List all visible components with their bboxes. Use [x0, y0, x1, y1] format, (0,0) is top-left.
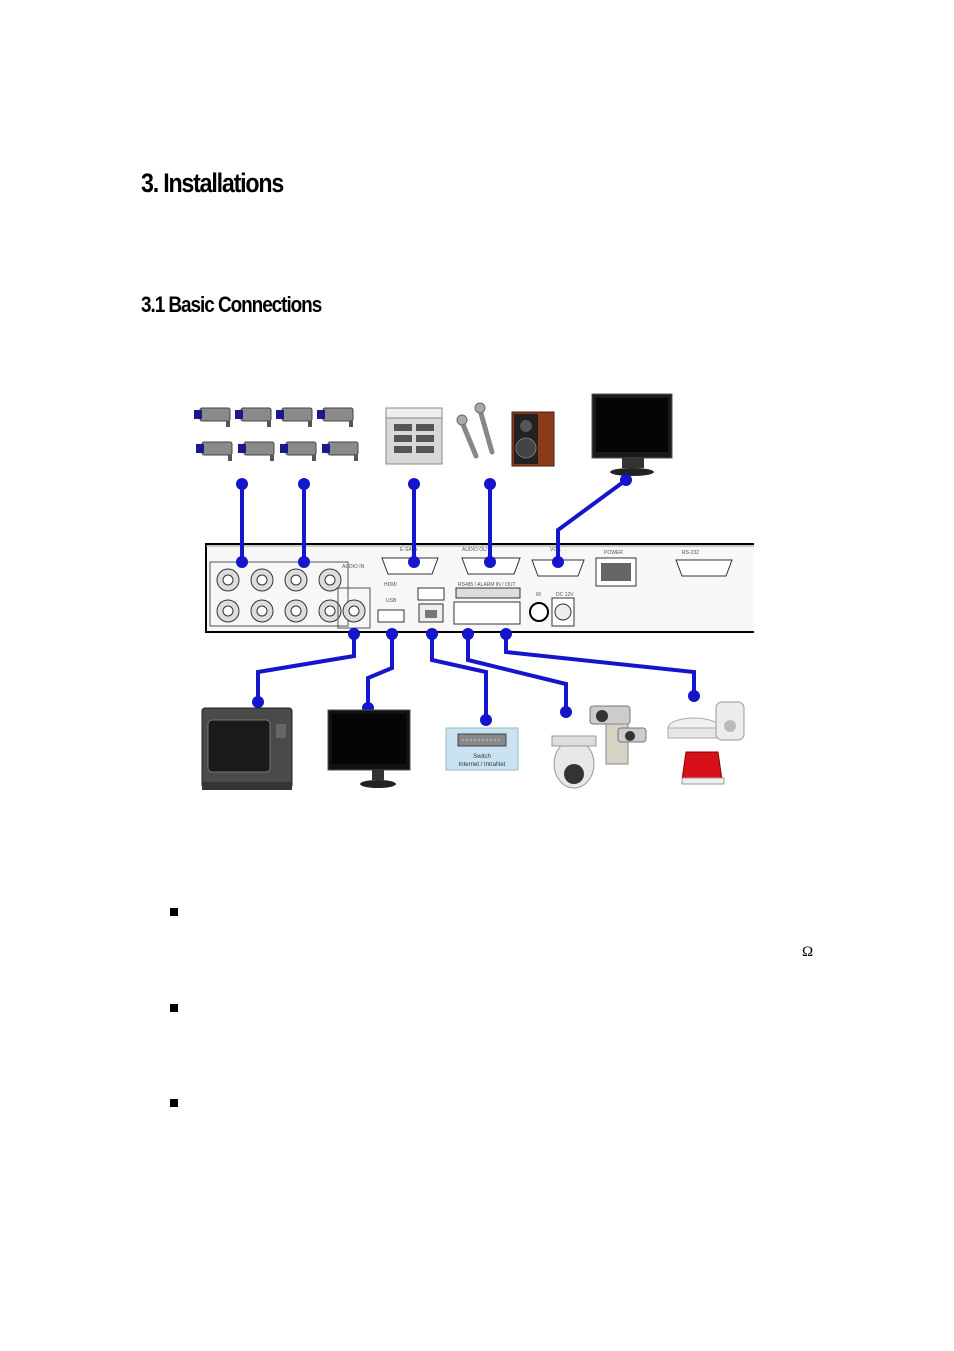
power-label: POWER: [604, 550, 623, 556]
esata-label: E-SATA: [400, 547, 418, 553]
storage-device-icon: [385, 407, 443, 465]
dc12v-label: DC 12V: [556, 592, 574, 598]
hdmi-port: [377, 609, 405, 623]
video-in-bnc-ports: [209, 561, 349, 627]
vga-label: VGA: [550, 547, 561, 553]
ir-label: IR: [536, 592, 541, 598]
alarm-terminal-block: [453, 601, 521, 625]
section-title: 3.1 Basic Connections: [141, 292, 322, 317]
camera-icon: [317, 407, 354, 427]
rs485-alarm-label: RS485 / ALARM IN / OUT: [458, 582, 516, 588]
ir-port: [529, 602, 549, 622]
alarm-sensor-icon: [667, 701, 745, 785]
page-title: 3. Installations: [141, 168, 284, 198]
usb-label: USB: [386, 598, 397, 604]
crt-tv-monitor-icon: [201, 707, 293, 790]
hdmi-monitor-icon: [327, 709, 411, 788]
rs232-port: [675, 559, 733, 577]
hdmi-label: HDMI: [384, 582, 397, 588]
vga-monitor-icon: [591, 393, 673, 476]
audio-out-label: AUDIO OUT: [462, 547, 490, 553]
camera-icon: [238, 441, 275, 461]
camera-group: [194, 407, 359, 461]
bullet-point: [170, 1004, 178, 1012]
connection-diagram: AUDIO IN HDMI USB E-SATA AUDIO OUT VGA P…: [194, 393, 754, 790]
bullet-point: [170, 1099, 178, 1107]
camera-icon: [322, 441, 359, 461]
dvr-rear-panel: AUDIO IN HDMI USB E-SATA AUDIO OUT VGA P…: [205, 543, 754, 633]
audio-in-label: AUDIO IN: [342, 564, 365, 570]
switch-label: Switch: [473, 754, 491, 760]
usb-port: [417, 587, 445, 601]
rs232-label: RS-232: [682, 550, 699, 556]
camera-icon: [194, 407, 231, 427]
speaker-icon: [511, 411, 555, 467]
connection-lines: [240, 478, 696, 720]
camera-icon: [280, 441, 317, 461]
camera-icon: [196, 441, 233, 461]
network-switch-icon: Switch Internet / IntraNet: [445, 727, 519, 771]
camera-icon: [235, 407, 272, 427]
microphone-icon: [456, 402, 495, 459]
terminal-block-top: [455, 587, 521, 599]
ohm-symbol: Ω: [802, 944, 814, 960]
bullet-point: [170, 908, 178, 916]
network-label: Internet / IntraNet: [459, 762, 506, 768]
connection-dots: [236, 474, 700, 726]
ptz-camera-icon: [551, 705, 647, 789]
camera-icon: [276, 407, 313, 427]
